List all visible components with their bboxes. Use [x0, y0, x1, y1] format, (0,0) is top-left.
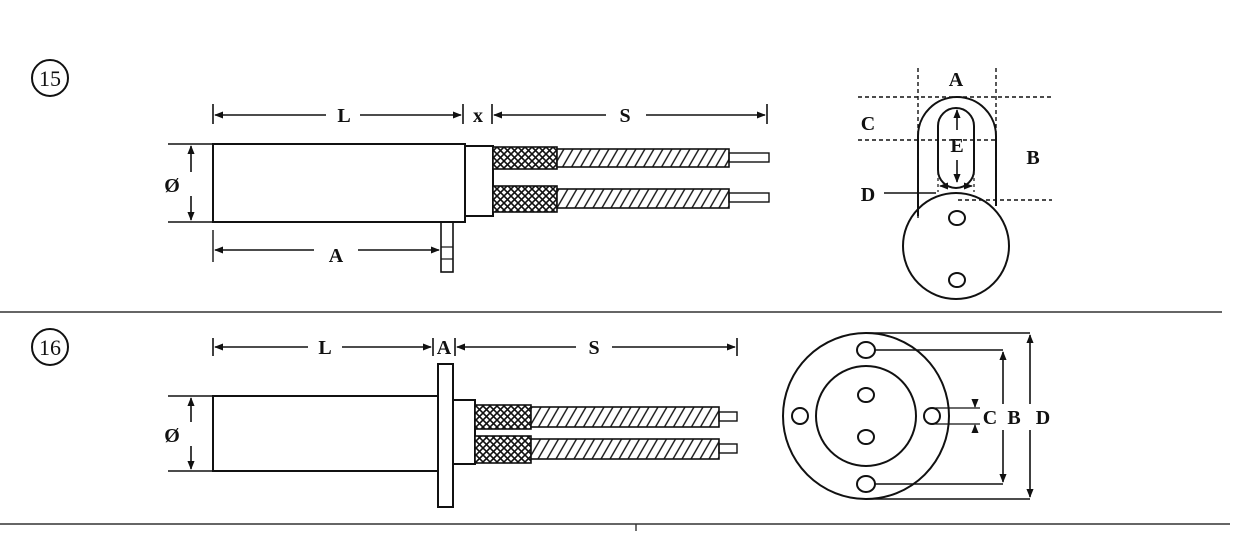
dim-label-end-B: B: [1007, 407, 1020, 429]
dim-label-L: L: [337, 105, 350, 127]
dim-label-end-D: D: [1036, 407, 1050, 429]
dim-label-A: A: [437, 337, 452, 359]
figure-15-side-view: L x S Ø A: [164, 104, 770, 273]
terminal-hole-upper: [857, 387, 875, 403]
figure-16-number: 16: [39, 335, 61, 360]
figure-15-number-badge: 15: [31, 59, 69, 97]
dim-label-end-E: E: [950, 135, 963, 157]
dim-label-end-C: C: [861, 113, 875, 135]
flange-hub: [452, 399, 476, 465]
bolt-hole-top: [856, 341, 876, 359]
flange-inner-circle: [815, 365, 917, 467]
lead-wire-lower: [492, 185, 770, 213]
dim-label-end-B: B: [1026, 147, 1039, 169]
dim-label-diameter: Ø: [164, 175, 180, 197]
figure-16: 16 L A: [31, 328, 1050, 508]
dim-label-end-D: D: [861, 184, 875, 206]
figure-15-number: 15: [39, 66, 61, 91]
dim-label-A: A: [329, 245, 344, 267]
terminal-hole-upper: [948, 210, 966, 226]
dim-label-diameter: Ø: [164, 425, 180, 447]
figure-16-number-badge: 16: [31, 328, 69, 366]
dim-label-S: S: [588, 337, 599, 359]
figure-15: 15: [31, 59, 1052, 300]
dim-label-L: L: [318, 337, 331, 359]
bolt-hole-bottom: [856, 475, 876, 493]
dim-label-x: x: [473, 105, 483, 127]
dim-label-S: S: [619, 105, 630, 127]
figure-15-end-view: A C B E D: [858, 68, 1052, 300]
terminal-hole-lower: [857, 429, 875, 445]
mounting-flange: [437, 363, 454, 508]
bolt-hole-left: [791, 407, 809, 425]
bolt-hole-right: [923, 407, 941, 425]
figure-16-side-view: L A S Ø: [164, 337, 738, 508]
lead-wire-upper: [492, 146, 770, 170]
end-flange-circle: [902, 192, 1010, 300]
dim-label-end-A: A: [949, 69, 964, 91]
end-collar: [464, 145, 494, 217]
heater-body: [212, 395, 439, 472]
lead-wire-lower: [474, 435, 738, 464]
lead-wire-upper: [474, 404, 738, 430]
mounting-slot: [937, 107, 975, 189]
terminal-hole-lower: [948, 272, 966, 288]
figure-16-end-view: C B D: [782, 332, 1050, 500]
dim-label-end-C: C: [983, 407, 997, 429]
heater-body: [212, 143, 466, 223]
